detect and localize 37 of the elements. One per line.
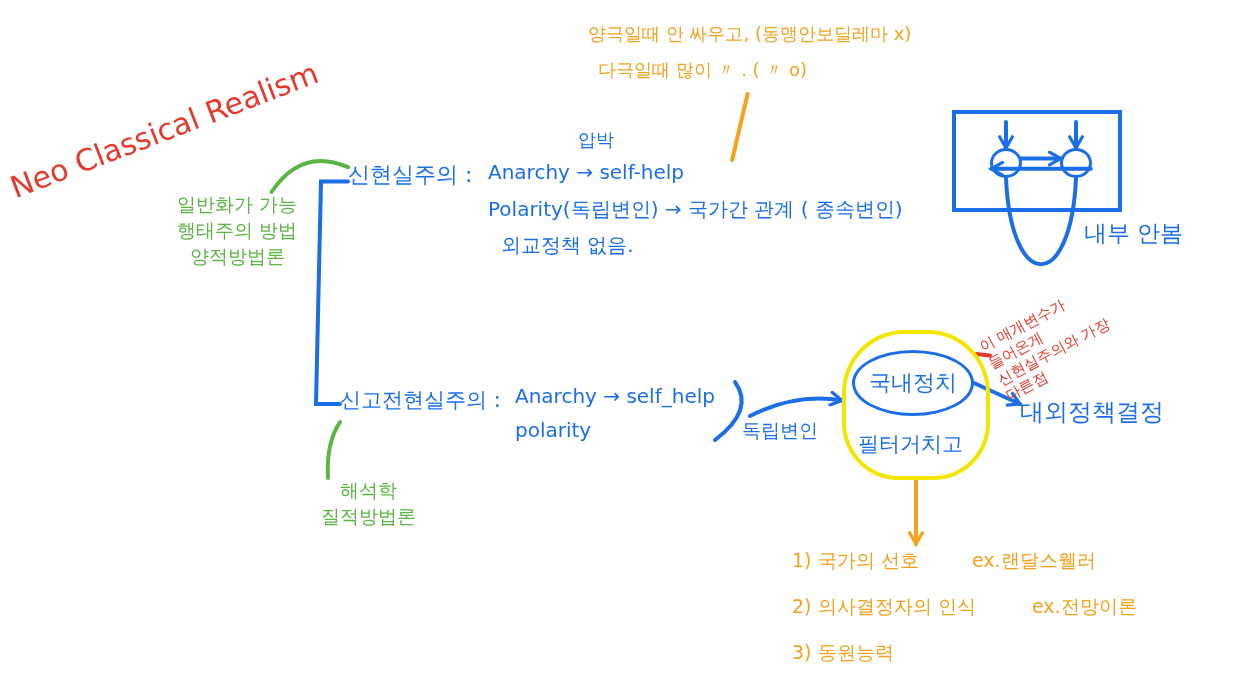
arrow	[908, 478, 924, 546]
connector-line	[730, 92, 750, 162]
text: Anarchy → self_help	[515, 384, 715, 408]
annotation-label: 압박	[578, 128, 614, 152]
text: 3) 동원능력	[792, 640, 894, 665]
arrow	[989, 160, 1093, 177]
label-text: 국내정치	[869, 369, 957, 397]
text: 필터거치고	[858, 431, 963, 458]
note-text: 일반화가 가능 행태주의 방법 양적방법론	[168, 192, 306, 302]
connector-line	[1004, 176, 1078, 267]
text: 다극일때 많이 〃 . ( 〃 o)	[598, 58, 808, 82]
text: Anarchy → self-help	[488, 160, 685, 184]
arrow	[998, 120, 1014, 150]
process-ellipse	[852, 350, 974, 416]
result-label: 대외정책결정	[1020, 396, 1180, 436]
state-circle	[1060, 148, 1092, 178]
text: polarity	[515, 418, 592, 442]
connector-line	[269, 159, 350, 194]
theory-label: 신현실주의 :	[348, 160, 473, 196]
text: Polarity(독립변인) → 국가간 관계 ( 종속변인)	[488, 196, 903, 223]
connector-line	[325, 420, 342, 480]
arrow	[748, 390, 844, 418]
connector-line	[974, 351, 992, 358]
arrow	[1068, 120, 1084, 150]
connector-line	[313, 179, 350, 406]
note-text: 해석학 질적방법론	[318, 478, 418, 540]
caption-text: 내부 안봄	[1084, 219, 1184, 248]
text: ex.랜달스웰러	[972, 548, 1096, 573]
state-circle	[990, 148, 1022, 178]
text: 2) 의사결정자의 인식	[792, 594, 976, 619]
text: 1) 국가의 선호	[792, 548, 919, 573]
arrow	[972, 381, 1022, 407]
text: 양극일때 안 싸우고, (동맹안보딜레마 x)	[588, 22, 912, 46]
arrow	[1019, 150, 1063, 167]
theory-label: 신고전현실주의 :	[340, 386, 505, 422]
text: 외교정책 없음.	[501, 232, 634, 259]
text: ex.전망이론	[1032, 594, 1137, 619]
